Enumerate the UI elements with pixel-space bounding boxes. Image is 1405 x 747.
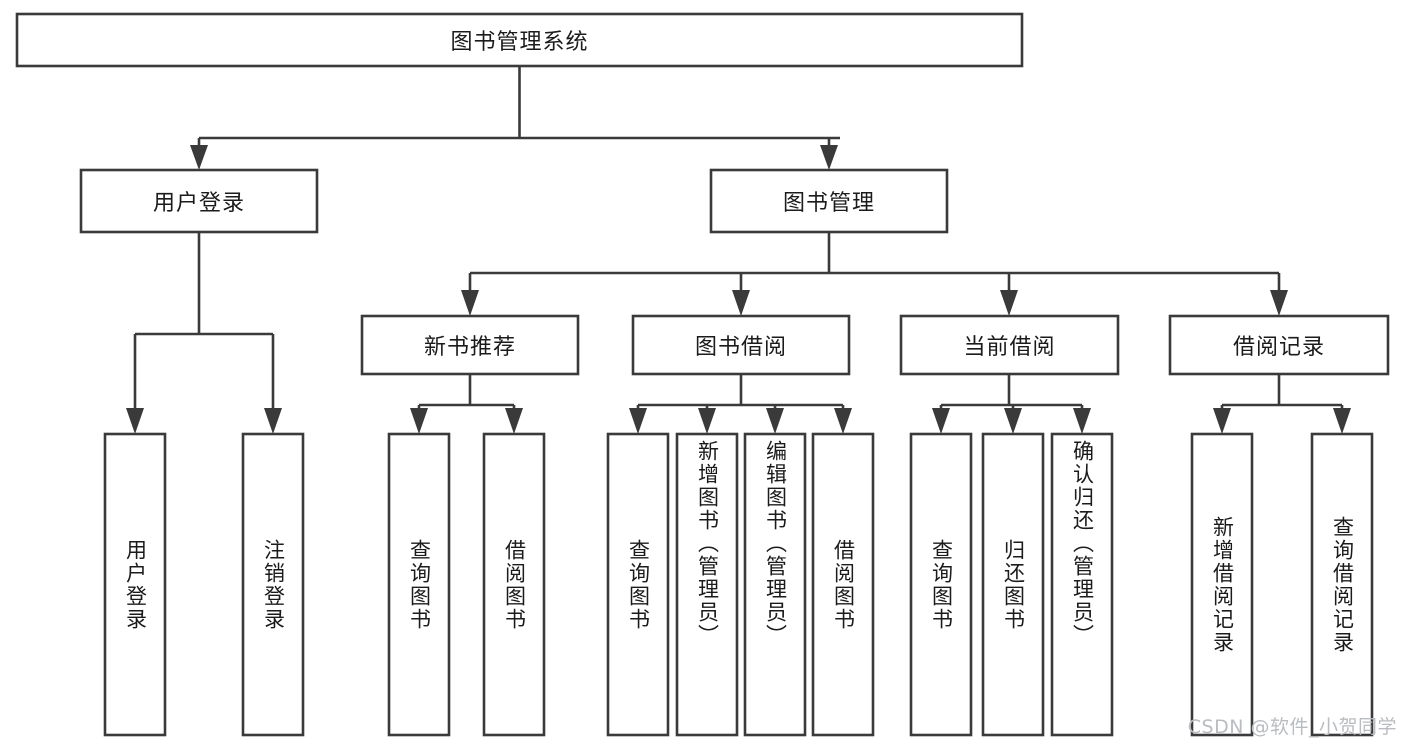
node-box-book-borrow[interactable] bbox=[631, 314, 851, 376]
leaf-box-confirm-return-admin[interactable] bbox=[1050, 432, 1114, 737]
leaf-box-edit-book-admin[interactable] bbox=[743, 432, 807, 737]
node-box-root[interactable] bbox=[15, 12, 1024, 68]
leaf-box-query-book-borrow[interactable] bbox=[606, 432, 670, 737]
arrow-borrow-leaf-1 bbox=[629, 408, 647, 434]
arrow-to-current-borrow bbox=[1000, 290, 1018, 316]
leaf-box-query-borrow-record[interactable] bbox=[1310, 432, 1374, 737]
leaf-box-borrow-book-rec[interactable] bbox=[482, 432, 546, 737]
arrow-record-leaf-1 bbox=[1213, 408, 1231, 434]
connectors bbox=[126, 66, 1351, 434]
arrow-rec-leaf-1 bbox=[410, 408, 428, 434]
node-box-current-borrow[interactable] bbox=[899, 314, 1120, 376]
leaf-box-query-book-current[interactable] bbox=[909, 432, 973, 737]
leaf-box-borrow-book[interactable] bbox=[811, 432, 875, 737]
watermark: CSDN @软件_小贺同学 bbox=[1187, 716, 1397, 738]
arrow-current-leaf-3 bbox=[1073, 408, 1091, 434]
leaf-box-add-book-admin[interactable] bbox=[675, 432, 739, 737]
arrow-current-leaf-1 bbox=[932, 408, 950, 434]
leaf-box-user-login[interactable] bbox=[103, 432, 167, 737]
arrow-to-user-login-leaf bbox=[126, 408, 144, 434]
arrow-borrow-leaf-4 bbox=[834, 408, 852, 434]
arrow-to-borrow-record bbox=[1270, 290, 1288, 316]
arrow-to-book-borrow bbox=[732, 290, 750, 316]
arrow-rec-leaf-2 bbox=[505, 408, 523, 434]
node-box-borrow-record[interactable] bbox=[1168, 314, 1390, 376]
node-box-book-manage[interactable] bbox=[709, 168, 949, 234]
arrow-to-book-manage bbox=[820, 145, 838, 170]
arrow-to-logout-leaf bbox=[264, 408, 282, 434]
arrow-record-leaf-2 bbox=[1333, 408, 1351, 434]
arrow-to-user-login bbox=[190, 145, 208, 170]
arrow-borrow-leaf-2 bbox=[698, 408, 716, 434]
arrow-borrow-leaf-3 bbox=[766, 408, 784, 434]
node-box-new-book-rec[interactable] bbox=[360, 314, 580, 376]
arrow-to-new-book-rec bbox=[461, 290, 479, 316]
arrow-current-leaf-2 bbox=[1004, 408, 1022, 434]
leaf-box-return-book[interactable] bbox=[981, 432, 1045, 737]
leaf-box-add-borrow-record[interactable] bbox=[1190, 432, 1254, 737]
leaf-box-query-book-rec[interactable] bbox=[387, 432, 451, 737]
leaf-box-logout[interactable] bbox=[241, 432, 305, 737]
node-box-user-login[interactable] bbox=[79, 168, 319, 234]
node-boxes bbox=[15, 12, 1390, 737]
